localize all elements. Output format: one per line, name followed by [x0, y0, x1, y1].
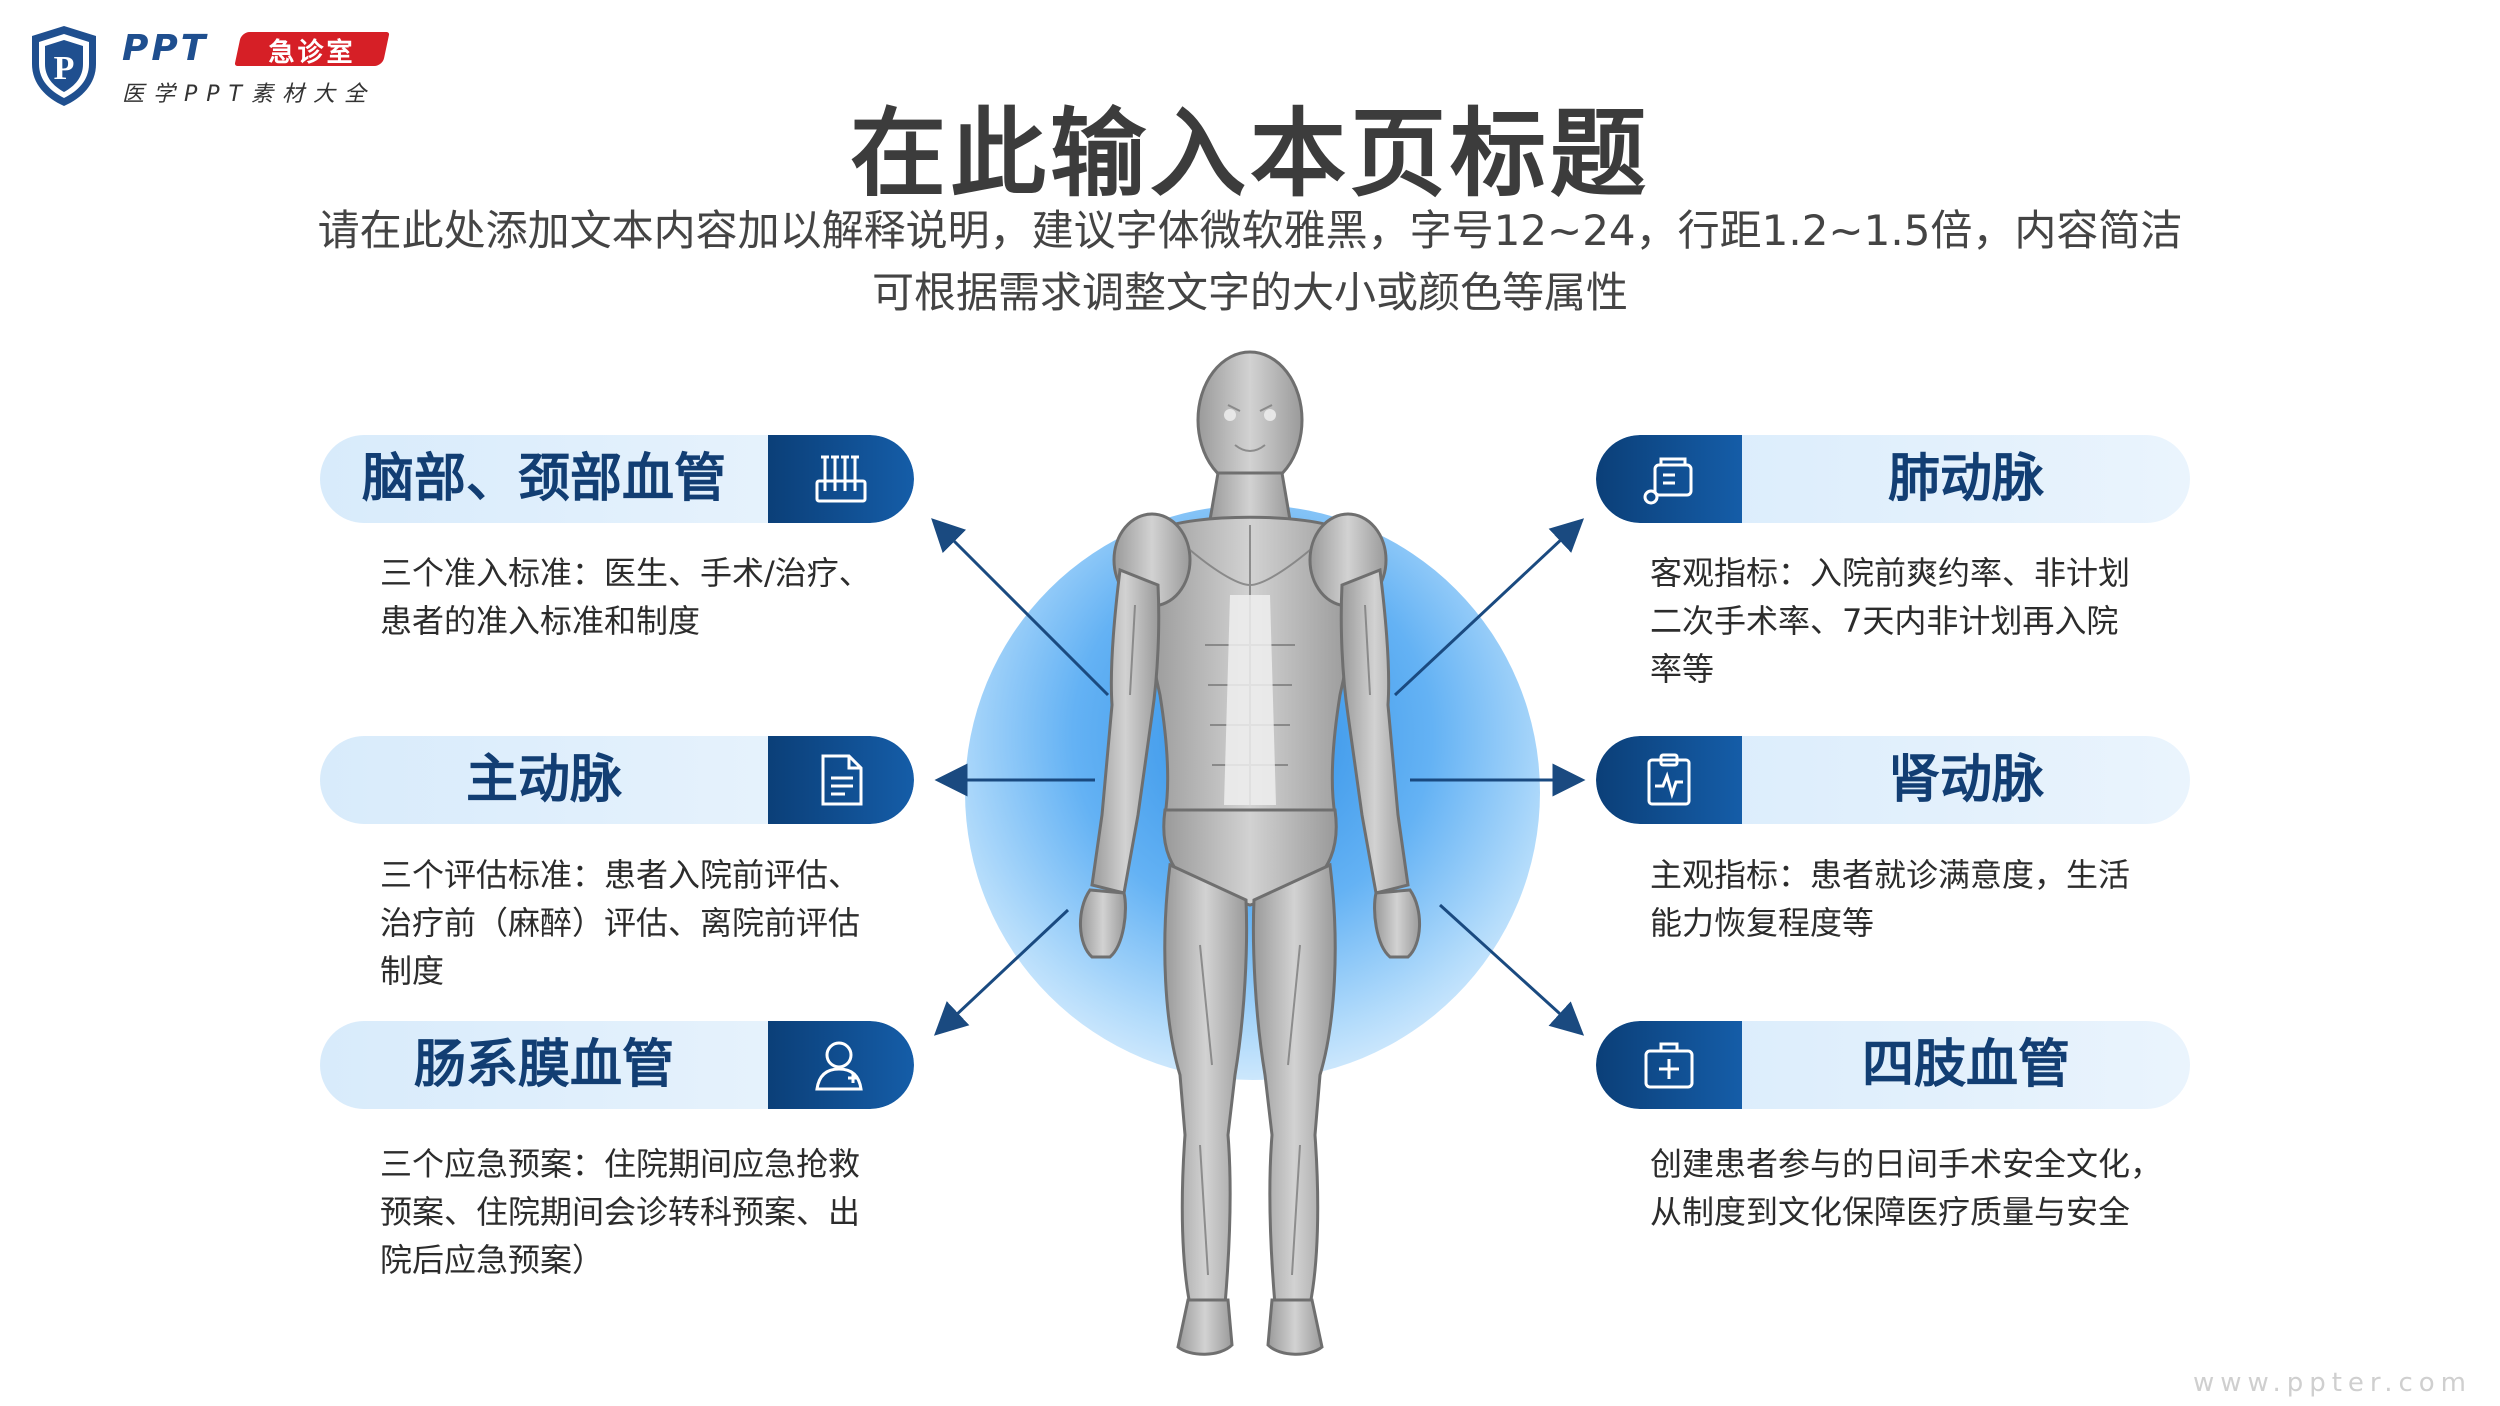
arrow-to-limbs: [1438, 903, 1585, 1036]
clipboard-pulse-icon: [1647, 753, 1691, 806]
desc-aorta: 三个评估标准：患者入院前评估、 治疗前（麻醉）评估、离院前评估 制度: [380, 851, 900, 995]
desc-renal-artery: 主观指标：患者就诊满意度，生活 能力恢复程度等: [1650, 851, 2170, 947]
pill-label: 主动脉: [465, 750, 622, 810]
pill-label: 肺动脉: [1887, 449, 2044, 509]
pill-label: 肾动脉: [1887, 750, 2044, 810]
shield-letter: P: [54, 50, 75, 87]
pill-icon-box: [768, 1021, 914, 1109]
medicine-bottle-icon: [1643, 457, 1693, 505]
arrow-to-pulmonary: [1393, 518, 1585, 697]
subtitle-line-1: 请在此处添加文本内容加以解释说明，建议字体微软雅黑，字号12~24，行距1.2~…: [317, 206, 2183, 255]
desc-mesenteric-vessels: 三个应急预案：住院期间应急抢救 预案、住院期间会诊转科预案、出 院后应急预案）: [380, 1140, 900, 1284]
pill-label: 四肢血管: [1861, 1035, 2070, 1095]
desc-line: 客观指标：入院前爽约率、非计划: [1650, 554, 2131, 592]
desc-line: 制度: [380, 952, 445, 990]
desc-line: 患者的准入标准和制度: [380, 602, 701, 640]
pill-label: 脑部、颈部血管: [361, 449, 726, 509]
desc-line: 治疗前（麻醉）评估、离院前评估: [380, 904, 861, 942]
desc-line: 率等: [1650, 650, 1715, 688]
desc-line: 主观指标：患者就诊满意度，生活: [1650, 856, 2131, 894]
arrow-to-brain-neck: [931, 518, 1110, 697]
desc-pulmonary-artery: 客观指标：入院前爽约率、非计划 二次手术率、7天内非计划再入院 率等: [1650, 549, 2170, 693]
pill-icon-box: [768, 435, 914, 523]
page-subtitle: 请在此处添加文本内容加以解释说明，建议字体微软雅黑，字号12~24，行距1.2~…: [300, 200, 2200, 324]
logo-ppt-text: PPT: [122, 28, 209, 69]
desc-line: 三个评估标准：患者入院前评估、: [380, 856, 861, 894]
pill-renal-artery[interactable]: 肾动脉: [1596, 736, 2190, 824]
test-tubes-icon: [815, 455, 867, 503]
pill-icon-box: [1596, 1021, 1742, 1109]
desc-limb-vessels: 创建患者参与的日间手术安全文化， 从制度到文化保障医疗质量与安全: [1650, 1140, 2170, 1236]
brand-logo: P PPT 急诊室 医学PPT素材大全: [28, 24, 408, 114]
pill-label: 肠系膜血管: [413, 1035, 674, 1095]
desc-line: 创建患者参与的日间手术安全文化，: [1650, 1145, 2163, 1183]
desc-line: 院后应急预案）: [380, 1241, 605, 1279]
shield-logo-icon: P: [32, 26, 96, 106]
pill-pulmonary-artery[interactable]: 肺动脉: [1596, 435, 2190, 523]
desc-line: 三个应急预案：住院期间应急抢救: [380, 1145, 861, 1183]
subtitle-line-2: 可根据需求调整文字的大小或颜色等属性: [871, 268, 1628, 317]
pill-icon-box: [1596, 736, 1742, 824]
pill-limb-vessels[interactable]: 四肢血管: [1596, 1021, 2190, 1109]
first-aid-kit-icon: [1644, 1042, 1694, 1089]
desc-brain-neck-vessels: 三个准入标准：医生、手术/治疗、 患者的准入标准和制度: [380, 549, 900, 645]
human-anatomy-figure: [1078, 350, 1422, 1356]
doctor-icon: [815, 1041, 863, 1091]
logo-subtitle: 医学PPT素材大全: [122, 82, 375, 107]
desc-line: 能力恢复程度等: [1650, 904, 1875, 942]
desc-line: 预案、住院期间会诊转科预案、出: [380, 1193, 861, 1231]
logo-badge-text: 急诊室: [268, 38, 356, 68]
arrow-to-mesenteric: [933, 908, 1070, 1036]
watermark: www.ppter.com: [2193, 1368, 2472, 1398]
pill-aorta[interactable]: 主动脉: [320, 736, 914, 824]
document-icon: [821, 754, 863, 806]
desc-line: 二次手术率、7天内非计划再入院: [1650, 602, 2119, 640]
page-title: 在此输入本页标题: [850, 98, 1650, 210]
pill-mesenteric-vessels[interactable]: 肠系膜血管: [320, 1021, 914, 1109]
pill-icon-box: [768, 736, 914, 824]
desc-line: 三个准入标准：医生、手术/治疗、: [380, 554, 871, 592]
pill-brain-neck-vessels[interactable]: 脑部、颈部血管: [320, 435, 914, 523]
pill-icon-box: [1596, 435, 1742, 523]
desc-line: 从制度到文化保障医疗质量与安全: [1650, 1193, 2131, 1231]
